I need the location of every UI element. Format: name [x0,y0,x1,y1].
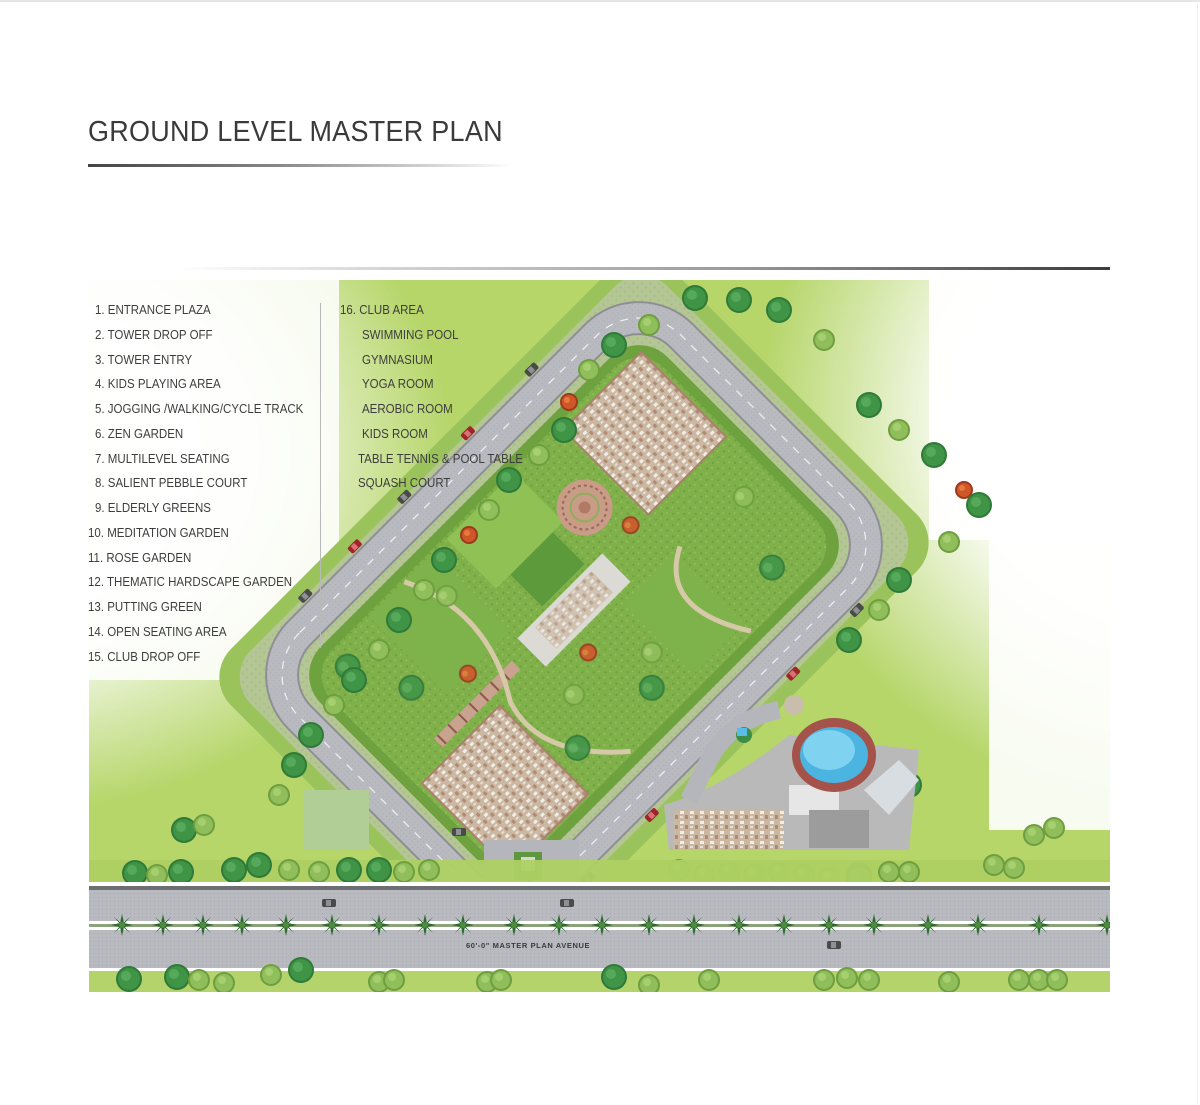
site-plan-map[interactable] [89,280,1110,992]
legend-subitem-squash-court: SQUASH COURT [358,476,451,490]
legend-item-4: 4. KIDS PLAYING AREA [95,377,221,391]
legend-subitem-table-tennis: TABLE TENNIS & POOL TABLE [358,452,523,466]
top-border [0,0,1200,2]
legend-item-10: 10. MEDITATION GARDEN [88,526,229,540]
legend-subitem-aerobic-room: AEROBIC ROOM [362,402,453,416]
legend-item-11: 11. ROSE GARDEN [88,551,192,565]
legend-item-1: 1. ENTRANCE PLAZA [95,303,211,317]
legend-item-9: 9. ELDERLY GREENS [95,501,211,515]
legend-item-2: 2. TOWER DROP OFF [95,328,213,342]
page-title: GROUND LEVEL MASTER PLAN [88,116,503,148]
map-top-rule [175,267,1110,270]
legend-subitem-swimming-pool: SWIMMING POOL [362,328,459,342]
legend-item-6: 6. ZEN GARDEN [95,427,184,441]
road-label: 60'-0" MASTER PLAN AVENUE [466,941,591,950]
legend-item-15: 15. CLUB DROP OFF [88,650,201,664]
legend-item-8: 8. SALIENT PEBBLE COURT [95,476,248,490]
legend-item-16: 16. CLUB AREA [340,303,424,317]
legend-subitem-yoga-room: YOGA ROOM [362,377,434,391]
legend-subitem-kids-room: KIDS ROOM [362,427,428,441]
legend-item-13: 13. PUTTING GREEN [88,600,202,614]
legend-subitem-gymnasium: GYMNASIUM [362,353,433,367]
legend-item-12: 12. THEMATIC HARDSCAPE GARDEN [88,575,293,589]
legend-item-14: 14. OPEN SEATING AREA [88,625,227,639]
title-underline [88,164,513,167]
legend-item-3: 3. TOWER ENTRY [95,353,193,367]
legend-item-7: 7. MULTILEVEL SEATING [95,452,230,466]
legend-item-5: 5. JOGGING /WALKING/CYCLE TRACK [95,402,304,416]
right-border [1197,0,1198,1105]
legend-divider [320,303,321,648]
